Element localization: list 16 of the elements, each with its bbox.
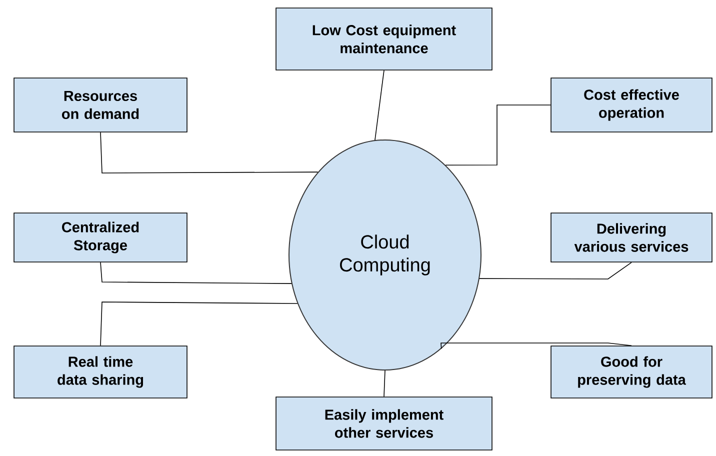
feature-box: Delivering various services <box>550 212 712 262</box>
connector-line <box>100 132 318 174</box>
connector-line <box>100 262 292 284</box>
feature-box: Centralized Storage <box>14 212 188 262</box>
connector-line <box>440 342 632 350</box>
feature-box: Easily implement other services <box>276 396 492 450</box>
feature-box: Real time data sharing <box>14 346 188 398</box>
connector-line <box>445 104 551 166</box>
feature-box: Resources on demand <box>14 78 188 132</box>
feature-box: Cost effective operation <box>550 78 712 132</box>
feature-box: Good for preserving data <box>550 346 712 398</box>
connector-line <box>100 302 298 346</box>
connector-line <box>384 370 386 397</box>
feature-box: Low Cost equipment maintenance <box>276 8 492 70</box>
connector-line <box>374 70 384 141</box>
connector-line <box>479 262 632 280</box>
